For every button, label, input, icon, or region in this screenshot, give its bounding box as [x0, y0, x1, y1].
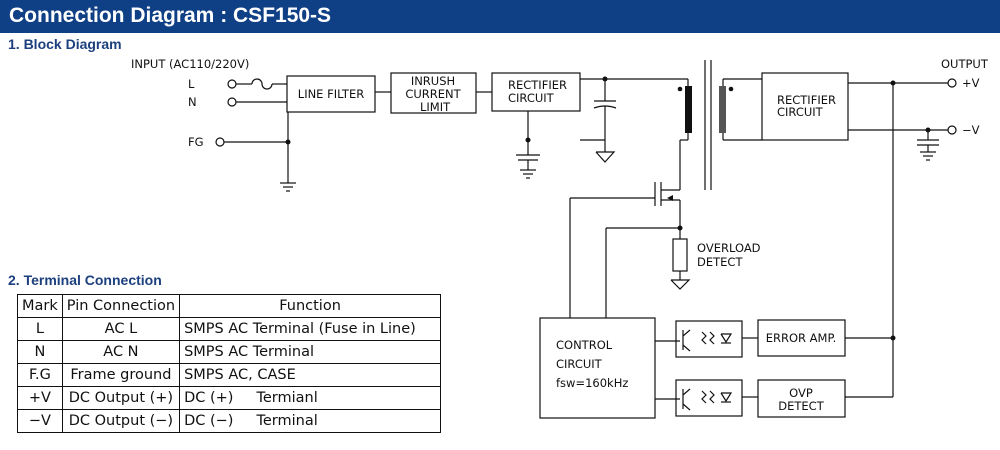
- section-terminal-connection: 2. Terminal Connection: [8, 272, 162, 288]
- control-label-1: CONTROL: [556, 338, 613, 352]
- table-row: +V DC Output (+) DC (+) Termianl: [17, 386, 442, 410]
- rectifier1-label-1: RECTIFIER: [508, 78, 567, 92]
- ovp-label-2: DETECT: [778, 399, 824, 413]
- cell-function: DC (+) Termianl: [179, 386, 442, 410]
- rectifier1-label-2: CIRCUIT: [508, 91, 555, 105]
- error-amp-label: ERROR AMP.: [766, 331, 837, 345]
- input-label: INPUT (AC110/220V): [131, 57, 249, 71]
- cell-mark: L: [17, 317, 63, 341]
- line-filter-label: LINE FILTER: [298, 87, 364, 101]
- cell-pin: Frame ground: [61, 363, 181, 387]
- cell-mark: F.G: [17, 363, 63, 387]
- cell-mark: +V: [17, 386, 63, 410]
- header-pin-connection: Pin Connection: [61, 294, 181, 318]
- terminal-l-label: L: [188, 77, 195, 91]
- title-bar: Connection Diagram : CSF150-S: [0, 0, 1000, 33]
- control-circuit-block: [539, 317, 656, 419]
- cell-function: DC (−) Terminal: [179, 409, 442, 433]
- cell-mark: −V: [17, 409, 63, 433]
- ovp-label-1: OVP: [789, 386, 813, 400]
- page-title: Connection Diagram : CSF150-S: [9, 4, 332, 27]
- error-amp-block: [757, 319, 846, 357]
- table-row: −V DC Output (−) DC (−) Terminal: [17, 409, 442, 433]
- control-label-2: CIRCUIT: [556, 357, 603, 371]
- overload-label-1: OVERLOAD: [697, 241, 761, 255]
- table-header-row: Mark Pin Connection Function: [17, 294, 442, 318]
- cell-pin: DC Output (−): [61, 409, 181, 433]
- inrush-label-2: CURRENT: [405, 87, 461, 101]
- table-row: N AC N SMPS AC Terminal: [17, 340, 442, 364]
- optocoupler-top: [675, 320, 743, 358]
- line-filter-block: [286, 75, 376, 113]
- inrush-label-1: INRUSH: [411, 74, 455, 88]
- table-row: L AC L SMPS AC Terminal (Fuse in Line): [17, 317, 442, 341]
- rectifier2-label-1: RECTIFIER: [777, 93, 836, 107]
- section-block-diagram: 1. Block Diagram: [8, 36, 122, 52]
- terminal-table: Mark Pin Connection Function L AC L SMPS…: [17, 294, 442, 433]
- table-row: F.G Frame ground SMPS AC, CASE: [17, 363, 442, 387]
- terminal-fg-label: FG: [188, 135, 204, 149]
- inrush-current-limit-block: [390, 72, 477, 114]
- terminal-pos-label: +V: [962, 76, 980, 90]
- cell-mark: N: [17, 340, 63, 364]
- optocoupler-bottom: [675, 379, 743, 417]
- control-label-3: fsw=160kHz: [556, 376, 628, 390]
- cell-pin: AC N: [61, 340, 181, 364]
- cell-function: SMPS AC Terminal: [179, 340, 442, 364]
- terminal-n-label: N: [188, 95, 197, 109]
- rectifier-circuit-primary-block: [491, 72, 581, 112]
- inrush-label-3: LIMIT: [420, 100, 451, 114]
- cell-function: SMPS AC Terminal (Fuse in Line): [179, 317, 442, 341]
- cell-function: SMPS AC, CASE: [179, 363, 442, 387]
- terminal-neg-label: −V: [962, 123, 980, 137]
- rectifier2-label-2: CIRCUIT: [777, 105, 824, 119]
- output-label: OUTPUT: [941, 57, 989, 71]
- cell-pin: DC Output (+): [61, 386, 181, 410]
- cell-pin: AC L: [61, 317, 181, 341]
- overload-label-2: DETECT: [697, 255, 743, 269]
- header-function: Function: [179, 294, 442, 318]
- header-mark: Mark: [17, 294, 63, 318]
- rectifier-circuit-secondary-block: [761, 72, 849, 141]
- ovp-detect-block: [757, 379, 846, 418]
